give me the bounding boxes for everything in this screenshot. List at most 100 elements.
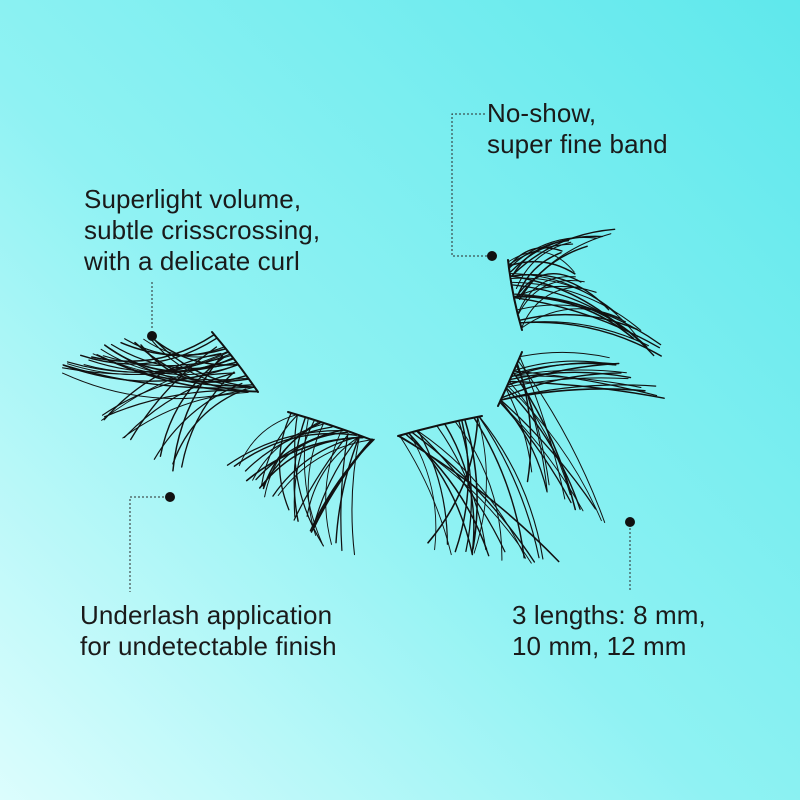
lash-strand [500, 400, 548, 493]
lash-band [497, 351, 523, 407]
callout-band-text: No-show, super fine band [487, 98, 668, 160]
lash-strand [520, 351, 610, 359]
lash-strand [511, 228, 616, 277]
lash-strand [293, 433, 350, 521]
leader-lines [129, 113, 631, 592]
lash-strand [507, 251, 575, 273]
lash-strand [499, 388, 646, 401]
lash-strand [517, 251, 562, 296]
lash-strand [427, 416, 479, 544]
lash-strand [517, 360, 606, 523]
lash-strand [147, 333, 238, 366]
lash-band [397, 415, 483, 437]
lash-strand [293, 417, 306, 522]
leader-dot-underlash [165, 492, 175, 502]
lash-strand [511, 239, 570, 277]
lash-strand [455, 421, 503, 561]
leader-line-band [451, 113, 490, 257]
callout-underlash-line-1: Underlash application [80, 600, 333, 630]
lash-strand [508, 381, 571, 496]
leader-dot-volume [147, 331, 157, 341]
lash-strand [411, 431, 536, 563]
lash-strand [294, 414, 324, 547]
lash-strand [508, 247, 563, 267]
lash-strand [473, 416, 487, 554]
lash-strand [278, 412, 292, 511]
lash-strand [478, 416, 540, 559]
lash-strand [500, 399, 597, 510]
lash-strand [506, 377, 629, 388]
lash-strand [103, 389, 248, 418]
lash-strand [101, 360, 227, 421]
lash-strand [351, 435, 360, 556]
lash-strand [473, 417, 525, 559]
lash-strand [416, 430, 506, 553]
leader-dot-band [487, 251, 497, 261]
lash-strand [264, 421, 319, 498]
lash-strand [408, 432, 437, 551]
callout-volume-line-3: with a delicate curl [84, 246, 300, 276]
lash-strand [436, 426, 487, 551]
lash-strand [478, 416, 544, 560]
callout-band-line-2: super fine band [487, 129, 668, 159]
lash-strand [233, 432, 358, 467]
lash-strand [518, 233, 612, 298]
lash-strand [464, 419, 478, 550]
lash-strand [260, 414, 298, 487]
lash-strand [509, 236, 597, 269]
lash-strand [514, 297, 661, 349]
lash-strand [512, 371, 577, 511]
lash-strand [514, 273, 582, 299]
lash-strand [258, 436, 364, 489]
lash-strand [515, 364, 550, 486]
callout-lengths-line-1: 3 lengths: 8 mm, [512, 600, 706, 630]
lash-strand [80, 337, 218, 365]
lash-strand [340, 433, 349, 552]
lash-strand [512, 284, 655, 357]
callout-underlash-line-2: for undetectable finish [80, 631, 337, 661]
lash-strand [123, 372, 236, 439]
lash-strand [103, 352, 222, 421]
lash-strand [172, 354, 224, 472]
lash-strand [62, 364, 238, 382]
lash-strand [272, 435, 361, 497]
lash-strand [120, 341, 226, 357]
lash-strand [397, 435, 560, 563]
lash-strand [505, 387, 581, 510]
lash-strand [405, 433, 490, 557]
lash-strand [510, 275, 624, 330]
lash-strand [122, 391, 249, 439]
lash-strand [509, 371, 632, 381]
callout-volume-line-2: subtle crisscrossing, [84, 215, 321, 245]
lash-strand [519, 321, 662, 357]
lash-strand [312, 435, 360, 528]
lash-strand [512, 362, 617, 375]
lash-strand [325, 429, 343, 545]
lash-strand [153, 382, 243, 460]
leader-dot-lengths [625, 517, 635, 527]
lash-strand [181, 371, 235, 468]
lash-strand [514, 295, 648, 348]
lash-strand [238, 414, 297, 467]
callout-lengths-text: 3 lengths: 8 mm, 10 mm, 12 mm [512, 600, 706, 662]
lash-strand [408, 432, 474, 556]
lash-strand [159, 356, 225, 458]
lash-strand [510, 273, 638, 338]
callout-lengths-line-2: 10 mm, 12 mm [512, 631, 687, 661]
lash-strand [130, 346, 218, 441]
lash-strand [293, 420, 315, 518]
callout-volume-line-1: Superlight volume, [84, 184, 302, 214]
lash-strand [62, 372, 255, 400]
lash-strand [417, 430, 449, 545]
lash-strand [310, 438, 373, 533]
lash-strand [66, 354, 230, 373]
lash-strand [335, 435, 361, 544]
lash-strand [312, 438, 374, 531]
lash-strand [500, 372, 622, 399]
false-eyelash-strip-icon [62, 228, 665, 564]
lash-strand [517, 304, 627, 323]
lash-strand [417, 430, 526, 559]
lash-strand [507, 385, 602, 522]
